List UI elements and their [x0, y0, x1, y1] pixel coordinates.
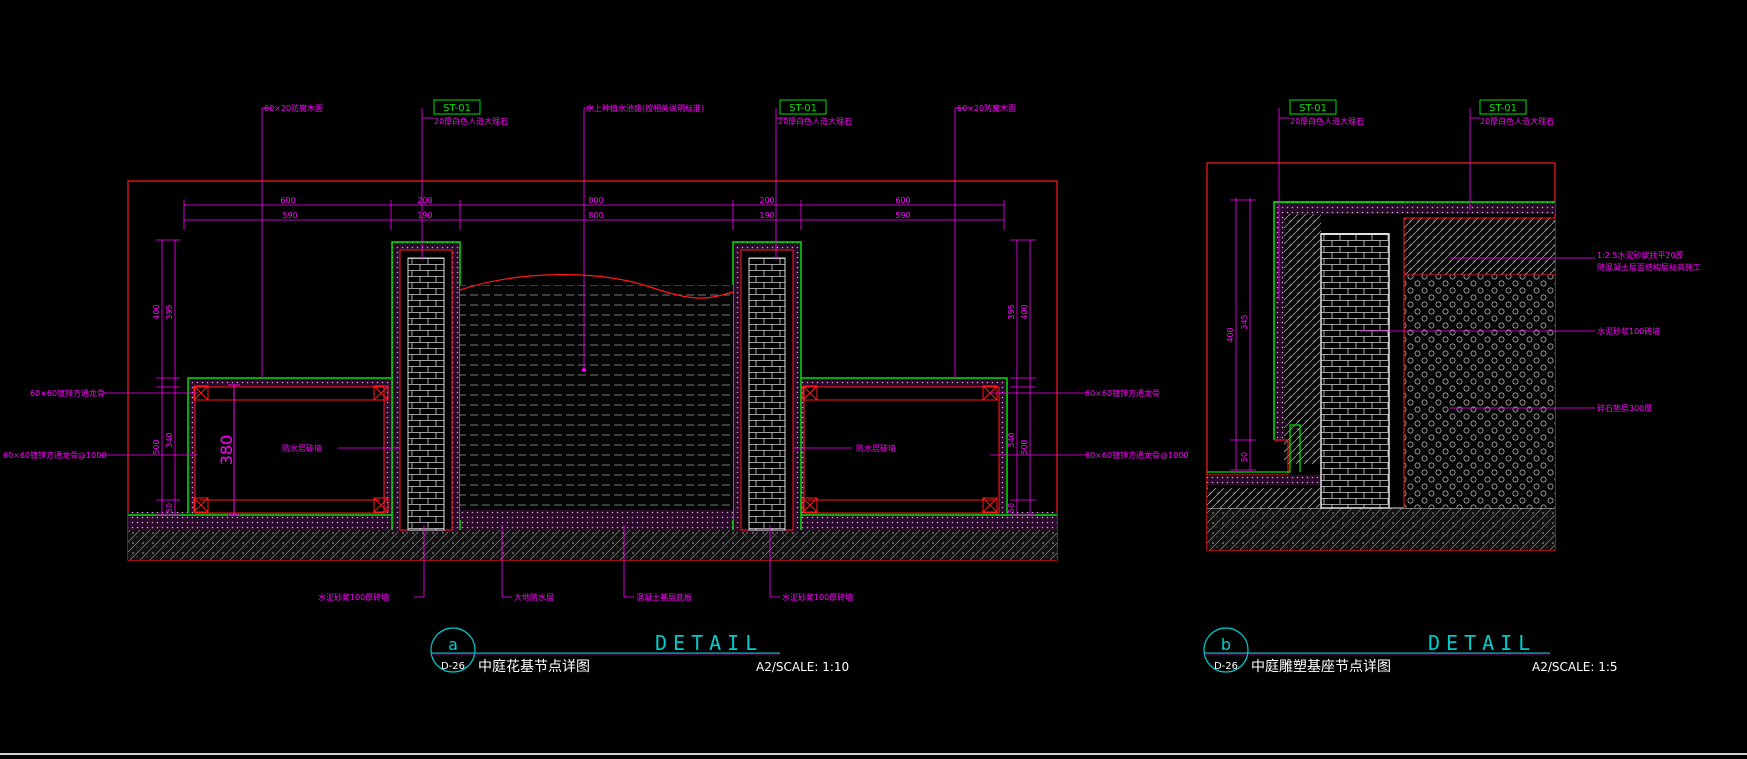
dim-a-right-3: 340: [1007, 432, 1016, 447]
label-fill-left: 防水层砖墙: [282, 443, 322, 453]
dim-a-left-5: 50: [165, 503, 174, 513]
dim-a-left-1: 400: [152, 304, 161, 319]
label-b-gravel: 碎石垫层300厚: [1597, 403, 1652, 413]
dim-a-sub-1: 590: [282, 211, 297, 220]
svg-text:ST-01: ST-01: [1489, 103, 1517, 114]
svg-text:b: b: [1221, 635, 1231, 654]
tag-a-right: ST-01: [779, 99, 827, 115]
dim-a-sub-3: 800: [588, 211, 603, 220]
water-basin: [460, 285, 733, 512]
svg-text:A2/SCALE: 1:10: A2/SCALE: 1:10: [756, 660, 849, 674]
detail-a-title: a D-26 DETAIL 中庭花基节点详图 A2/SCALE: 1:10: [430, 627, 849, 675]
dim-a-top-2: 200: [417, 196, 432, 205]
tag-b-left: ST-01: [1289, 99, 1337, 115]
label-steel-left-top: 60×60镀锌方通龙骨: [30, 388, 105, 398]
svg-text:ST-01: ST-01: [443, 103, 471, 114]
dim-b-2: 345: [1240, 314, 1249, 329]
detail-a: 600 200 800 200 600 590 190 800 190 590 …: [3, 99, 1188, 675]
label-b-finish-2: 20厚白色人造大理石: [1480, 116, 1554, 126]
svg-text:DETAIL: DETAIL: [655, 631, 763, 655]
dim-a-sub-5: 590: [895, 211, 910, 220]
svg-text:ST-01: ST-01: [789, 103, 817, 114]
label-timber-right: 60×20防腐木面: [957, 103, 1016, 113]
detail-a-ground: [128, 530, 1057, 560]
tag-b-right: ST-01: [1479, 99, 1527, 115]
dim-a-left-2: 395: [165, 304, 174, 319]
label-waterproof: 大地防水层: [514, 592, 554, 602]
label-b-screed-1: 1:2.5水泥砂浆找平20厚: [1597, 250, 1684, 260]
dim-b-1: 400: [1226, 327, 1235, 342]
dim-a-top-3: 800: [588, 196, 603, 205]
dim-a-sub-2: 190: [417, 211, 432, 220]
label-base: 混凝土基层底板: [636, 592, 692, 602]
svg-text:DETAIL: DETAIL: [1428, 631, 1536, 655]
label-fill-right: 防水层砖墙: [856, 443, 896, 453]
dim-a-top-4: 200: [759, 196, 774, 205]
dim-a-right-5: 50: [1007, 503, 1016, 513]
dim-a-inner: 380: [217, 435, 236, 466]
dim-a-left-3: 500: [152, 439, 161, 454]
label-finish-right: 20厚白色人造大理石: [778, 116, 852, 126]
dim-a-right-1: 395: [1007, 304, 1016, 319]
detail-b-title: b D-26 DETAIL 中庭雕塑基座节点详图 A2/SCALE: 1:5: [1203, 627, 1618, 675]
label-b-finish-1: 20厚白色人造大理石: [1290, 116, 1364, 126]
detail-a-top-dimensions: [183, 200, 1005, 230]
label-b-screed-2: 随混凝土层面结构层标高施工: [1597, 262, 1701, 272]
svg-text:ST-01: ST-01: [1299, 103, 1327, 114]
gravel-fill: [1404, 275, 1555, 508]
svg-text:A2/SCALE: 1:5: A2/SCALE: 1:5: [1532, 660, 1618, 674]
tag-a-left: ST-01: [433, 99, 481, 115]
label-brick-right: 水泥砂浆100厚砖墙: [782, 592, 853, 602]
dim-b-3: 50: [1240, 452, 1249, 462]
svg-text:中庭雕塑基座节点详图: 中庭雕塑基座节点详图: [1251, 658, 1391, 675]
dim-a-top-1: 600: [280, 196, 295, 205]
svg-text:D-26: D-26: [1214, 661, 1238, 672]
label-timber-left: 60×20防腐木面: [264, 103, 323, 113]
label-steel-right-bottom: 60×60镀锌方通龙骨@1000: [1085, 450, 1188, 460]
detail-b: 400 345 50 ST-01 ST-01 20厚白色人造大理石 20厚白色人…: [1203, 99, 1701, 675]
viewport-bottom-border: [0, 753, 1747, 755]
dim-a-sub-4: 190: [759, 211, 774, 220]
brick-wall-b: [1320, 233, 1390, 509]
label-steel-right-top: 60×60镀锌方通龙骨: [1085, 388, 1160, 398]
label-water: 水上种植水池盛(按相关说明标准): [586, 103, 704, 113]
dim-a-left-4: 340: [165, 432, 174, 447]
svg-text:D-26: D-26: [441, 661, 465, 672]
svg-text:中庭花基节点详图: 中庭花基节点详图: [478, 658, 590, 675]
label-steel-left-bottom: 60×60镀锌方通龙骨@1000: [3, 450, 106, 460]
water-surface: [459, 274, 734, 299]
label-finish-left: 20厚白色人造大理石: [434, 116, 508, 126]
label-b-brick: 水泥砂浆100砖墙: [1597, 326, 1660, 336]
dim-a-right-4: 500: [1020, 439, 1029, 454]
dim-a-top-5: 600: [895, 196, 910, 205]
svg-text:a: a: [448, 635, 458, 654]
dim-a-right-2: 400: [1020, 304, 1029, 319]
label-brick-left: 水泥砂浆100厚砖墙: [318, 592, 389, 602]
